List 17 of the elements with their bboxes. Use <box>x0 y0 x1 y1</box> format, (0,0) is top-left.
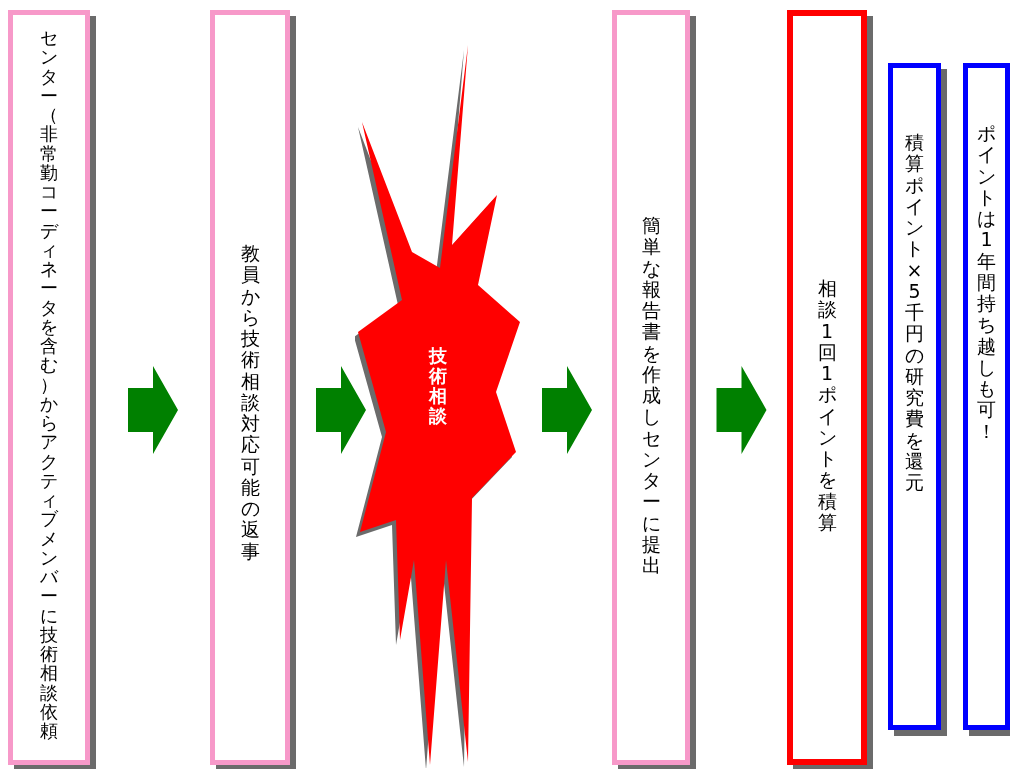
step-box <box>8 10 90 765</box>
step-box <box>612 10 690 765</box>
note-box <box>963 63 1010 730</box>
arrow <box>128 366 178 454</box>
step-box <box>210 10 290 765</box>
step-text: センター（非常勤コーディネータを含む）からアクティブメンバーに技術相談依頼 <box>39 29 60 742</box>
arrow <box>316 366 366 454</box>
step-text: 教員から技術相談対応可能の返事 <box>239 243 261 562</box>
note-box <box>888 63 941 730</box>
step-text: 相談1回1ポイントを積算 <box>816 278 838 534</box>
burst-label: 技術相談 <box>427 345 448 427</box>
step-box <box>787 10 867 765</box>
step-text: 簡単な報告書を作成しセンターに提出 <box>640 215 662 577</box>
arrow <box>716 366 767 454</box>
step-text: 積算ポイント×5千円の研究費を還元 <box>904 132 925 494</box>
step-text: ポイントは1年間持ち越しも可！ <box>976 123 997 442</box>
arrow <box>542 366 592 454</box>
